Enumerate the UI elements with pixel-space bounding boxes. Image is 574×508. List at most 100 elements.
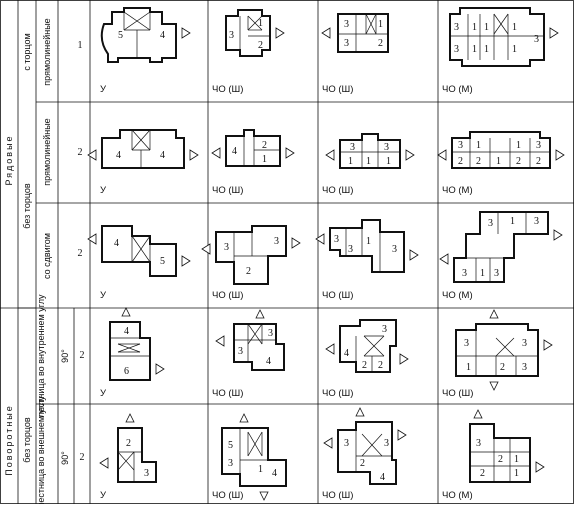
caption-r0c3: ЧО (М) bbox=[442, 84, 473, 95]
room-r0c1-b: 3 bbox=[229, 30, 234, 41]
plan-r3c1: 3 3 4 bbox=[215, 309, 285, 371]
room-r1c3-c: 1 bbox=[496, 156, 501, 167]
row-label-3-text: лестница во внутреннем углу bbox=[36, 294, 46, 418]
room-r3c2-d: 2 bbox=[378, 360, 383, 371]
sub-header-without-ends: без торцов bbox=[22, 183, 32, 229]
caption-r2c3: ЧО (М) bbox=[442, 290, 473, 301]
plan-r3c0: 4 6 bbox=[109, 307, 165, 381]
room-r2c2-a: 3 bbox=[334, 234, 339, 245]
plan-r4c3: 3 2 1 2 1 bbox=[469, 409, 545, 483]
plan-r0c3: 3 1 1 1 3 1 1 1 3 bbox=[449, 7, 559, 67]
cell-captions: У ЧО (Ш) ЧО (Ш) ЧО (М) У ЧО (Ш) ЧО (Ш) Ч… bbox=[100, 84, 473, 501]
room-r4c1-d: 1 bbox=[258, 464, 263, 475]
room-r1c0-b: 4 bbox=[160, 150, 165, 161]
room-r4c3-c: 1 bbox=[514, 454, 519, 465]
room-r0c3-a: 3 bbox=[454, 22, 459, 33]
plan-r2c1: 3 3 2 bbox=[201, 225, 301, 285]
room-r1c3-d: 2 bbox=[516, 156, 521, 167]
row-label-0: прямолинейные bbox=[42, 18, 52, 85]
plan-r4c0: 2 3 bbox=[99, 413, 157, 483]
plan-r2c3: 3 1 3 3 1 3 bbox=[439, 211, 563, 283]
sub-header-with-ends: с торцом bbox=[22, 33, 32, 70]
room-r4c3-d: 2 bbox=[480, 468, 485, 479]
room-r3c1-a: 3 bbox=[238, 346, 243, 357]
plan-r1c2: 3 3 1 1 1 bbox=[325, 133, 415, 169]
room-r4c1-b: 3 bbox=[228, 458, 233, 469]
plan-r2c2: 3 1 3 3 bbox=[315, 219, 419, 273]
room-r4c3-e: 1 bbox=[514, 468, 519, 479]
room-r0c1-c: 2 bbox=[258, 40, 263, 51]
room-r1c3-f: 1 bbox=[476, 140, 481, 151]
room-r0c3-i: 3 bbox=[454, 44, 459, 55]
room-r3c0-a: 4 bbox=[124, 326, 129, 337]
room-r0c2-a: 3 bbox=[344, 19, 349, 30]
room-r2c3-f: 3 bbox=[494, 268, 499, 279]
room-r2c0-a: 4 bbox=[114, 238, 119, 249]
row-count-0: 1 bbox=[78, 40, 83, 51]
room-r3c1-b: 3 bbox=[268, 328, 273, 339]
room-r1c3-a: 2 bbox=[458, 156, 463, 167]
plan-r0c2: 3 1 3 2 bbox=[321, 13, 389, 53]
plan-r4c2: 3 2 3 4 bbox=[323, 407, 407, 485]
room-r4c2-d: 4 bbox=[380, 472, 385, 483]
room-r2c2-b: 1 bbox=[366, 236, 371, 247]
room-r3c2-a: 3 bbox=[382, 324, 387, 335]
room-r0c3-e: 3 bbox=[534, 34, 539, 45]
room-r4c0-a: 2 bbox=[126, 438, 131, 449]
caption-r3c2: ЧО (Ш) bbox=[322, 388, 353, 399]
caption-r4c2: ЧО (Ш) bbox=[322, 490, 353, 501]
caption-r1c0: У bbox=[100, 185, 107, 196]
row-count-1: 2 bbox=[78, 147, 83, 158]
room-r0c3-g: 1 bbox=[484, 44, 489, 55]
caption-r0c1: ЧО (Ш) bbox=[212, 84, 243, 95]
room-r3c3-a: 3 bbox=[464, 338, 469, 349]
room-r0c1-a: 1 bbox=[258, 18, 263, 29]
room-r1c2-d: 1 bbox=[366, 156, 371, 167]
room-r1c2-a: 3 bbox=[350, 142, 355, 153]
room-r3c0-b: 6 bbox=[124, 366, 129, 377]
room-r2c1-c: 2 bbox=[246, 266, 251, 277]
group-header-turn: Поворотные bbox=[4, 404, 14, 476]
room-r4c2-a: 3 bbox=[344, 438, 349, 449]
room-r1c1-a: 4 bbox=[232, 146, 237, 157]
room-r4c1-a: 5 bbox=[228, 440, 233, 451]
row-angle-4: 90° bbox=[60, 451, 70, 465]
row-label-1: прямолинейные bbox=[42, 118, 52, 185]
room-r2c0-b: 5 bbox=[160, 256, 165, 267]
room-r2c1-b: 3 bbox=[274, 236, 279, 247]
caption-r4c1: ЧО (Ш) bbox=[212, 490, 243, 501]
room-r1c3-g: 3 bbox=[458, 140, 463, 151]
plan-r0c1: 1 3 2 bbox=[225, 9, 285, 57]
room-r2c3-c: 3 bbox=[534, 216, 539, 227]
room-r2c3-e: 1 bbox=[480, 268, 485, 279]
room-r1c0-a: 4 bbox=[116, 150, 121, 161]
room-r0c3-d: 1 bbox=[512, 22, 517, 33]
room-r3c3-c: 1 bbox=[466, 362, 471, 373]
caption-r3c3: ЧО (Ш) bbox=[442, 388, 473, 399]
room-r4c2-c: 3 bbox=[384, 438, 389, 449]
room-r4c3-b: 2 bbox=[498, 454, 503, 465]
row-angle-3: 90° bbox=[60, 349, 70, 363]
room-r0c3-h: 1 bbox=[512, 44, 517, 55]
caption-r0c2: ЧО (Ш) bbox=[322, 84, 353, 95]
plan-r0c0: 5 4 bbox=[100, 7, 191, 63]
room-r1c2-e: 1 bbox=[386, 156, 391, 167]
room-r1c3-h: 1 bbox=[516, 140, 521, 151]
room-r2c2-c: 3 bbox=[348, 244, 353, 255]
row-label-4-text: лестница во внешнем углу bbox=[36, 396, 46, 504]
room-r0c0-b: 4 bbox=[160, 30, 165, 41]
room-r0c3-f: 1 bbox=[472, 44, 477, 55]
caption-r3c1: ЧО (Ш) bbox=[212, 388, 243, 399]
room-r2c3-b: 1 bbox=[510, 216, 515, 227]
caption-r0c0: У bbox=[100, 84, 107, 95]
room-r3c2-c: 2 bbox=[362, 360, 367, 371]
room-r1c3-e: 2 bbox=[536, 156, 541, 167]
row-count-4: 2 bbox=[80, 452, 85, 463]
plan-r4c1: 5 3 4 1 bbox=[221, 413, 287, 501]
caption-r2c1: ЧО (Ш) bbox=[212, 290, 243, 301]
sub-header-without-ends-2: без торцов bbox=[22, 417, 32, 463]
caption-r1c3: ЧО (М) bbox=[442, 185, 473, 196]
plan-r3c3: 3 3 1 2 3 bbox=[455, 309, 553, 391]
